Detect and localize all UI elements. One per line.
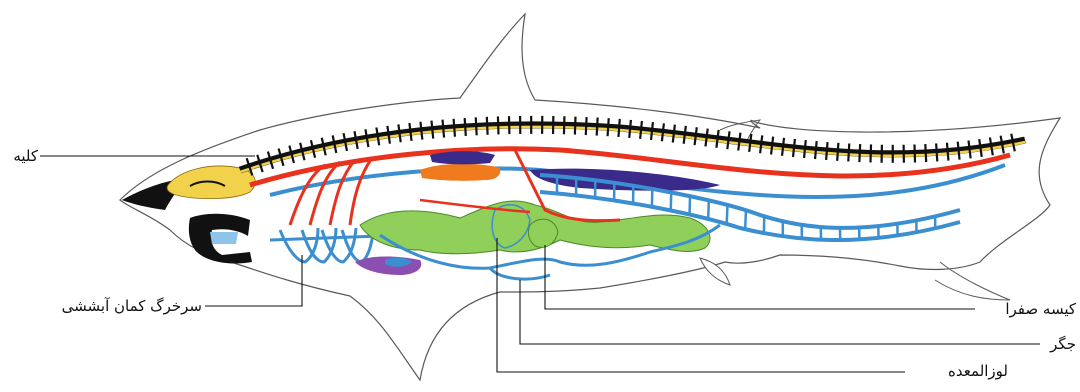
vertebra-tick (848, 144, 849, 162)
vertebra-tick (936, 143, 937, 161)
vertebra-tick (870, 144, 871, 162)
vertebra-tick (487, 117, 488, 135)
vein-rung (727, 205, 728, 224)
vertebra-tick (815, 141, 817, 159)
leader-liver (520, 280, 1040, 344)
vertebra-tick (859, 144, 860, 162)
label-gill-arch-artery: سرخرگ کمان آبششی (22, 297, 202, 315)
vertebra-tick (454, 119, 455, 137)
vertebra-tick (586, 117, 587, 135)
vertebra-tick (947, 143, 949, 161)
vertebra-tick (498, 116, 499, 134)
dark-blue-organ (430, 151, 495, 164)
label-liver: جگر (1040, 335, 1076, 353)
vertebra-tick (597, 118, 598, 136)
vertebra-tick (608, 118, 609, 136)
vertebra-tick (575, 117, 576, 135)
vertebra-tick (826, 142, 827, 160)
label-pancreas: لوزالمعده (908, 362, 1008, 380)
label-kidney: کلیه (6, 147, 38, 165)
label-gallbladder: کیسه صفرا (978, 300, 1076, 318)
vein-rung (690, 196, 691, 214)
vertebra-tick (914, 145, 915, 163)
vein-rung (708, 200, 709, 219)
vertebra-tick (443, 120, 445, 138)
vertebra-tick (618, 119, 619, 137)
vein-rung (745, 210, 746, 229)
vertebra-tick (925, 144, 926, 162)
vertebra-tick (476, 117, 477, 135)
vertebra-tick (837, 143, 838, 161)
gill-cover-blue (210, 232, 238, 244)
vertebra-tick (465, 118, 466, 136)
